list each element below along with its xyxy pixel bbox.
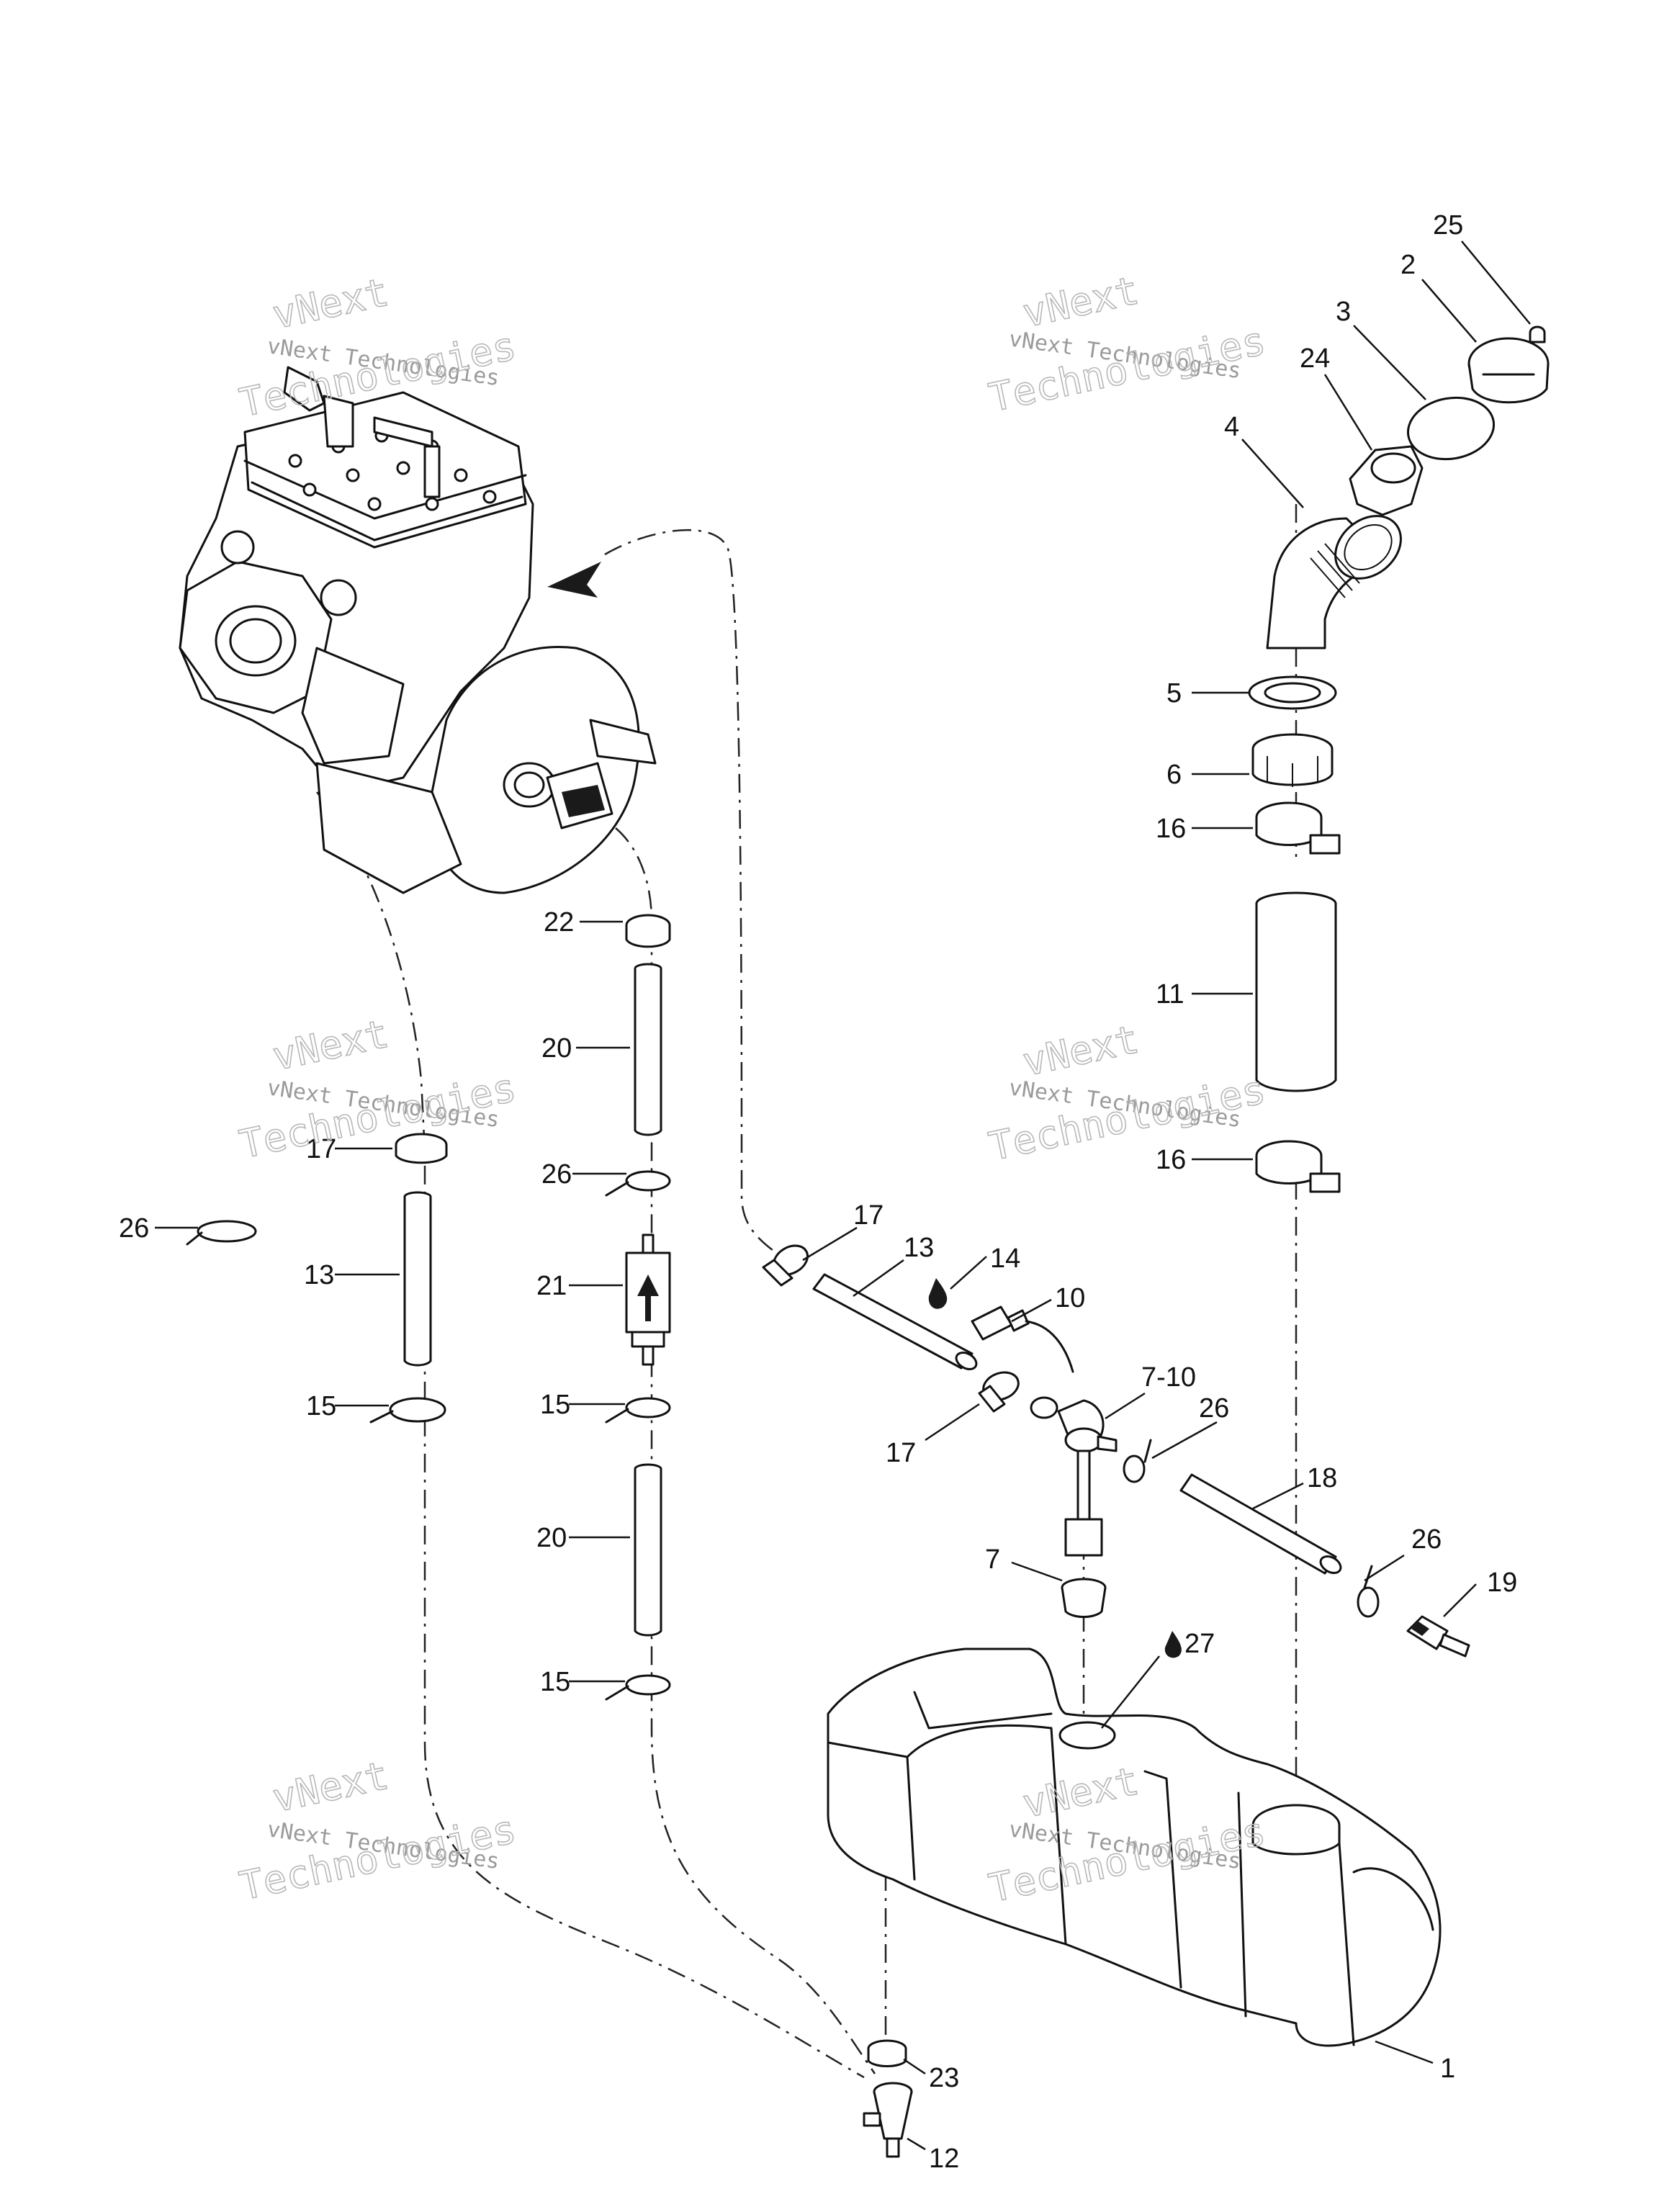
vent-valve	[1349, 445, 1424, 516]
callout-20-lower: 20	[536, 1523, 567, 1553]
callout-7-10: 7-10	[1141, 1362, 1196, 1393]
filler-neck-elbow	[1266, 515, 1402, 649]
clamp-lower	[1255, 1140, 1341, 1193]
fuel-tank	[827, 1647, 1442, 2047]
callout-labels: 25 2 3 24 4 5 6 16 11 16 22 20 17 26 26 …	[119, 210, 1517, 2174]
callout-26-tube: 26	[1199, 1393, 1229, 1424]
callout-15-center-lower: 15	[540, 1667, 570, 1697]
callout-19: 19	[1487, 1568, 1517, 1598]
callout-5: 5	[1166, 678, 1182, 709]
callout-13-left: 13	[304, 1260, 334, 1290]
callout-25: 25	[1433, 210, 1463, 240]
clip-15-left	[369, 1397, 446, 1424]
clamp-17-lower	[978, 1371, 1020, 1413]
leader-lines	[155, 240, 1531, 2151]
fuel-cap	[1467, 337, 1550, 404]
callout-13-diagonal: 13	[904, 1233, 934, 1263]
callout-10: 10	[1055, 1283, 1085, 1313]
clip-26-tube	[1123, 1439, 1152, 1483]
grommet-23	[867, 2039, 907, 2067]
vent-hose-18	[1179, 1473, 1342, 1575]
callout-17-left: 17	[306, 1134, 336, 1164]
callout-1: 1	[1440, 2054, 1455, 2084]
grommet-7	[1061, 1578, 1107, 1618]
callout-11: 11	[1156, 979, 1184, 1010]
clamp-22	[625, 914, 671, 948]
callout-18: 18	[1307, 1463, 1337, 1493]
svg-text:vNext: vNext	[1019, 1016, 1143, 1084]
svg-text:vNext: vNext	[269, 269, 392, 338]
hose-13-diagonal	[812, 1273, 978, 1370]
clip-15-center-upper	[605, 1397, 671, 1424]
callout-2: 2	[1401, 250, 1416, 280]
hose-13-left	[403, 1191, 432, 1367]
hose-20-lower	[634, 1463, 662, 1637]
oil-drop-icon	[1164, 1631, 1182, 1658]
clamp-upper	[1255, 801, 1341, 855]
callout-20-upper: 20	[541, 1033, 572, 1064]
fitting-10	[971, 1305, 1030, 1341]
cap-tether-pin	[1529, 325, 1546, 343]
callout-4: 4	[1224, 412, 1239, 442]
callout-16-lower: 16	[1156, 1145, 1186, 1175]
clip-15-center-lower	[605, 1674, 671, 1701]
pickup-tube-assembly	[1025, 1320, 1118, 1557]
clamp-17-left	[395, 1133, 448, 1164]
svg-text:vNext: vNext	[269, 1011, 392, 1079]
filler-hose	[1255, 891, 1337, 1092]
o-ring	[1406, 396, 1496, 461]
callout-14: 14	[990, 1244, 1020, 1274]
callout-26-vent: 26	[1411, 1524, 1442, 1555]
callout-26-loose: 26	[119, 1213, 149, 1244]
watermark-mid-right: vNext vNext Technologies Technologies	[984, 1016, 1269, 1170]
callout-15-left: 15	[306, 1391, 336, 1421]
callout-7: 7	[985, 1545, 1000, 1575]
oil-drop-icon	[928, 1278, 948, 1309]
coolant-fittings	[283, 366, 441, 498]
callout-3: 3	[1336, 297, 1351, 327]
callout-24: 24	[1300, 343, 1330, 374]
check-valve-19	[1406, 1615, 1470, 1658]
outlet-fitting-12	[863, 2082, 913, 2158]
watermark-top-right: vNext vNext Technologies Technologies	[984, 267, 1269, 421]
callout-6: 6	[1166, 760, 1182, 790]
clamp-17-upper	[762, 1244, 809, 1287]
callout-23: 23	[929, 2063, 959, 2093]
callout-26-center: 26	[541, 1159, 572, 1190]
engine-assembly	[179, 366, 657, 894]
callout-17-upper: 17	[853, 1200, 884, 1231]
callout-17-lower: 17	[886, 1438, 916, 1468]
callout-21: 21	[536, 1271, 567, 1301]
callout-22: 22	[544, 907, 574, 938]
callout-27: 27	[1184, 1629, 1215, 1659]
callout-15-center-upper: 15	[540, 1390, 570, 1420]
nut	[1251, 733, 1334, 787]
fuel-filter	[625, 1233, 671, 1366]
clip-26-vent	[1357, 1565, 1380, 1618]
callout-16-upper: 16	[1156, 814, 1186, 844]
clip-26-center	[605, 1170, 671, 1197]
callout-12: 12	[929, 2144, 959, 2174]
watermark-bottom-left: vNext vNext Technologies Technologies	[235, 1752, 521, 1910]
hose-20-upper	[634, 963, 662, 1136]
gasket	[1248, 675, 1337, 710]
svg-text:vNext: vNext	[1019, 267, 1143, 336]
flow-arrow-icon	[547, 562, 601, 598]
svg-text:vNext: vNext	[269, 1753, 392, 1821]
clip-26-loose	[186, 1220, 257, 1246]
watermark-mid-left: vNext vNext Technologies Technologies	[235, 1010, 521, 1168]
